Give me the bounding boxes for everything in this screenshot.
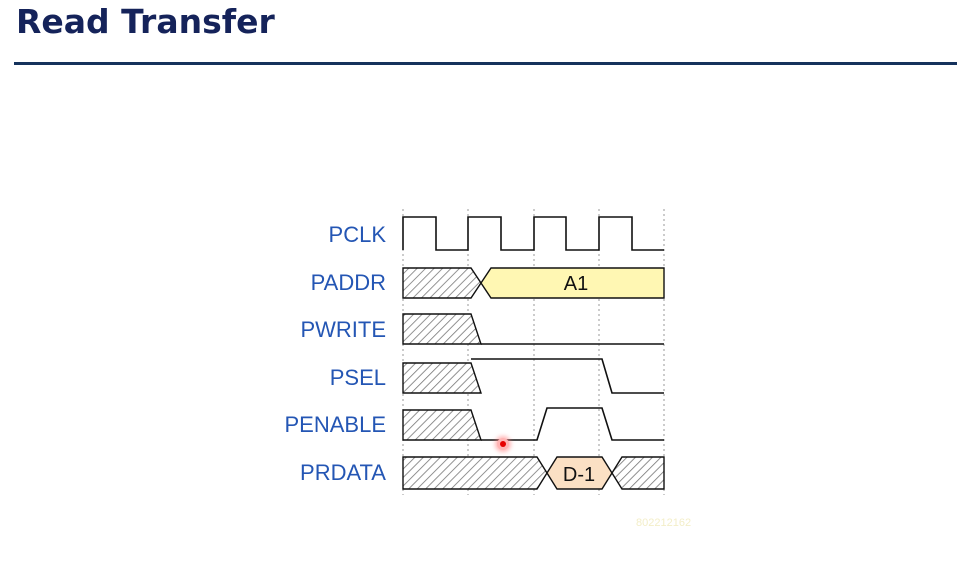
- title-divider: [14, 62, 957, 65]
- paddr-value: A1: [564, 273, 588, 295]
- pwrite-undefined-region: [402, 313, 482, 345]
- paddr-address-cell: [480, 267, 665, 299]
- psel-waveform: [471, 358, 664, 394]
- signal-label-paddr: PADDR: [310, 270, 386, 295]
- pointer-cursor: [497, 438, 509, 450]
- timing-diagram: A1 D-1: [402, 209, 665, 495]
- prdata-undefined-region-after: [611, 456, 665, 490]
- penable-waveform: [481, 407, 664, 441]
- signal-label-prdata: PRDATA: [300, 460, 386, 485]
- pclk-waveform: [402, 216, 664, 251]
- paddr-undefined-region: [402, 267, 482, 299]
- prdata-data-cell: [546, 456, 613, 490]
- prdata-undefined-region-before: [402, 456, 548, 490]
- cycle-gridlines: [402, 209, 665, 495]
- prdata-value: D-1: [563, 464, 595, 486]
- psel-undefined-region: [402, 362, 482, 394]
- signal-label-psel: PSEL: [329, 365, 386, 390]
- signal-label-pclk: PCLK: [328, 222, 386, 247]
- watermark: 802212162: [636, 517, 692, 529]
- signal-label-pwrite: PWRITE: [300, 317, 386, 342]
- signal-label-penable: PENABLE: [284, 412, 387, 437]
- penable-undefined-region: [402, 409, 482, 441]
- slide-title: Read Transfer: [16, 2, 275, 41]
